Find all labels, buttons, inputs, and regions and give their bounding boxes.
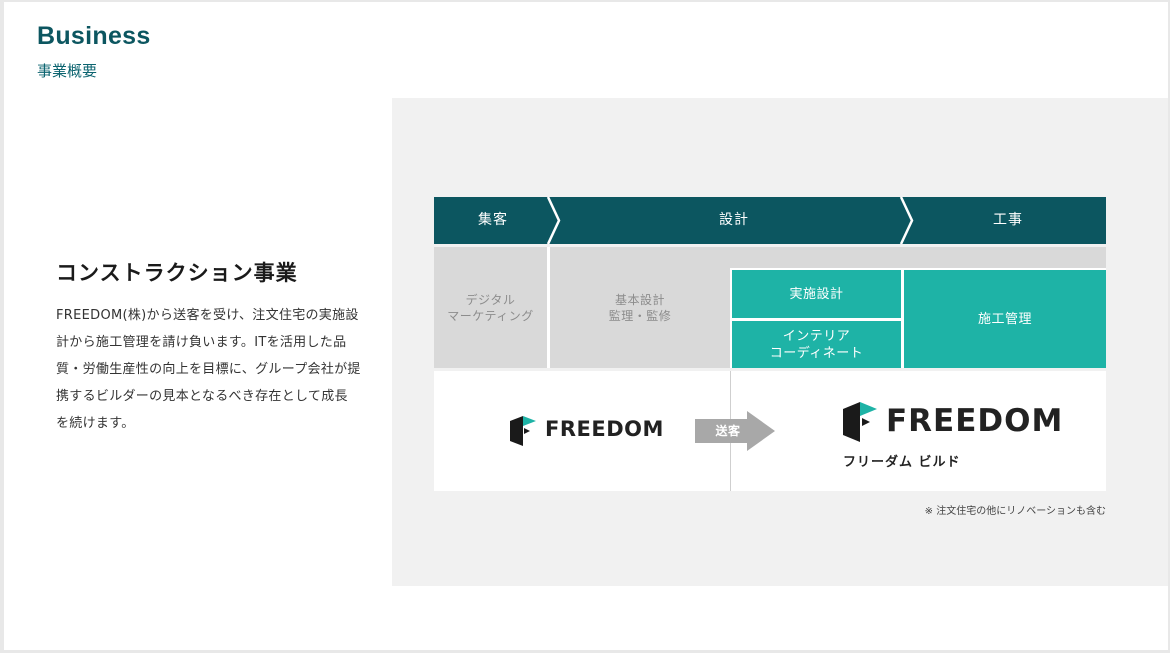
referral-arrow-label: 送客	[715, 424, 741, 438]
cell-digital-marketing: デジタル マーケティング	[434, 247, 547, 368]
section-heading: コンストラクション事業	[56, 261, 298, 285]
phase-design: 設計	[719, 212, 749, 228]
page-subtitle: 事業概要	[37, 62, 98, 80]
phase-separator-2	[899, 197, 914, 244]
cell-basic-design: 基本設計 監理・監修	[550, 247, 730, 368]
cell-separator	[547, 247, 550, 368]
freedom-logo-icon	[510, 416, 536, 446]
cell-construction-management: 施工管理	[904, 270, 1106, 368]
referral-arrow-icon	[695, 411, 775, 451]
slide: Business 事業概要 コンストラクション事業 FREEDOM(株)から送客…	[4, 2, 1168, 650]
cell-detail-design: 実施設計	[732, 270, 901, 318]
phase-construction: 工事	[993, 212, 1023, 228]
cell-interior-coordinate: インテリア コーディネート	[732, 321, 901, 368]
page-title: Business	[37, 22, 151, 50]
section-body: FREEDOM(株)から送客を受け、注文住宅の実施設計から施工管理を請け負います…	[56, 308, 361, 431]
freedom-logo-text: FREEDOM	[545, 417, 664, 441]
phase-attract: 集客	[478, 212, 508, 228]
phase-bar	[434, 197, 1106, 244]
business-flow-diagram: 集客 設計 工事 デジタル マーケティング 基本設計 監理・監修 実施設計 イン…	[434, 197, 1106, 491]
freedom-build-logo-icon	[843, 402, 877, 442]
phase-separator-1	[546, 197, 561, 244]
freedom-build-logo-subtext: フリーダム ビルド	[843, 455, 961, 470]
footnote: ※ 注文住宅の他にリノベーションも含む	[924, 506, 1106, 517]
freedom-build-logo-text: FREEDOM	[886, 403, 1064, 439]
